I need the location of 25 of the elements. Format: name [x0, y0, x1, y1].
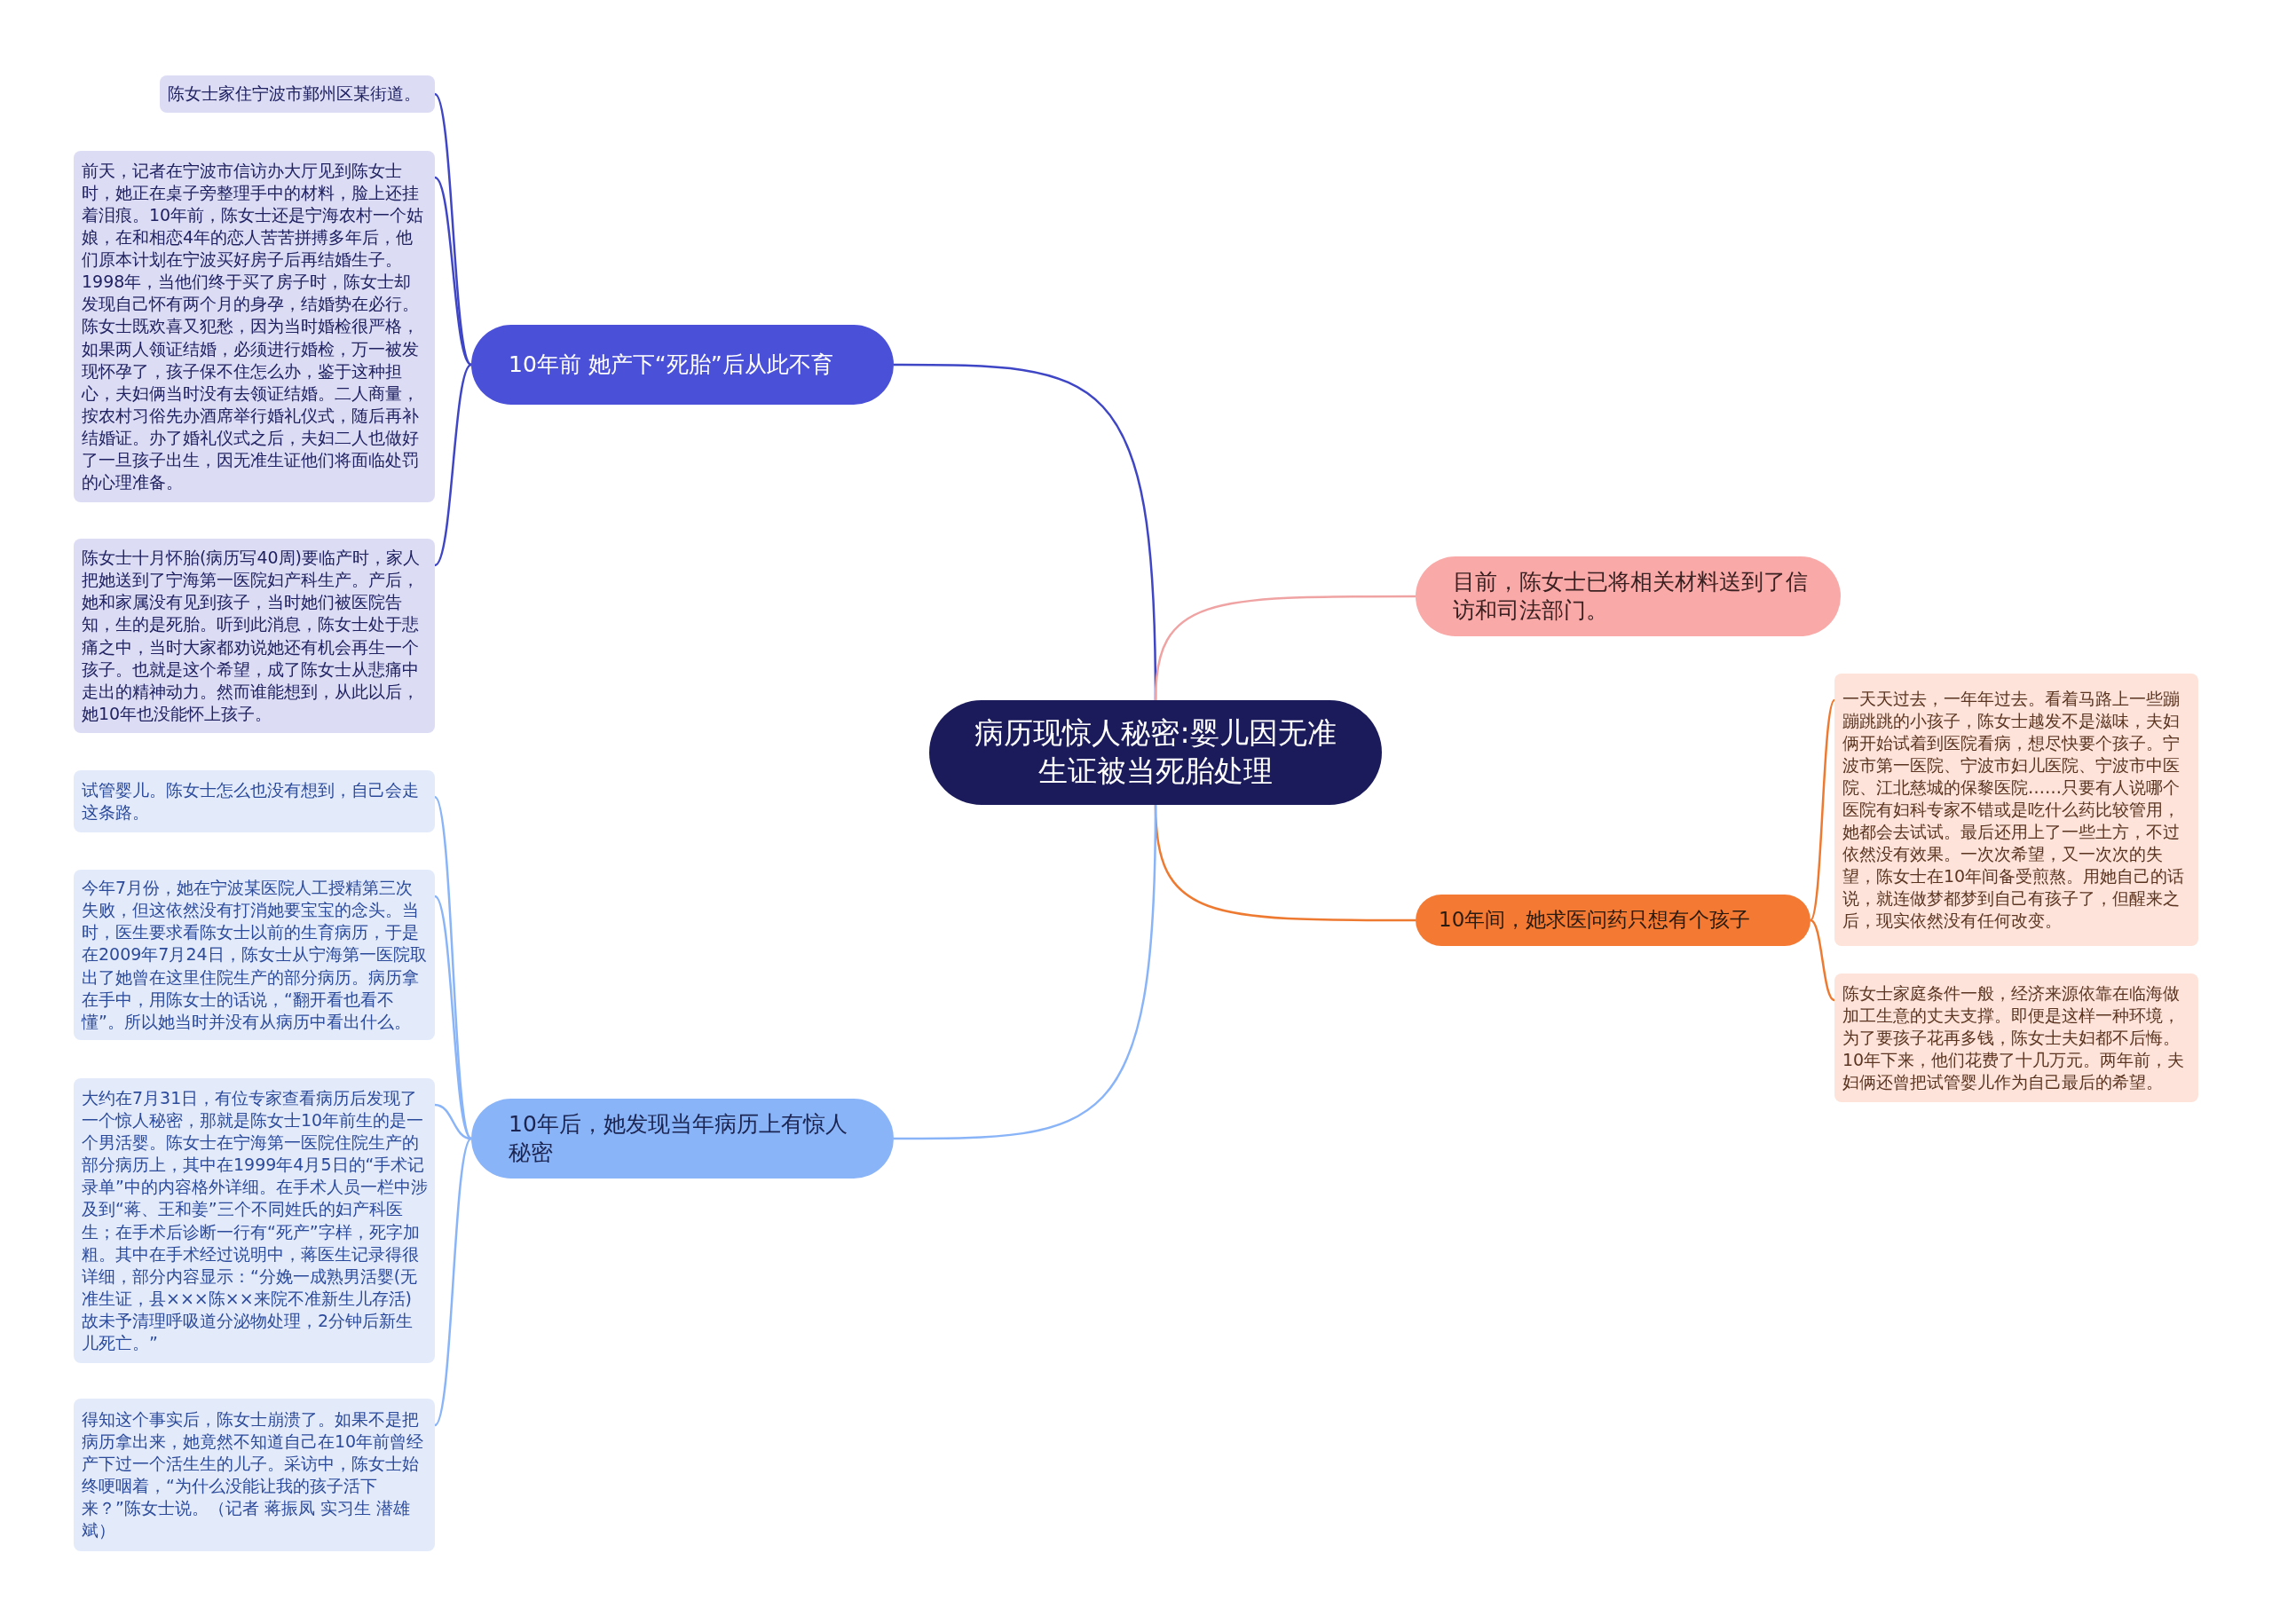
connector-line: [434, 895, 472, 1139]
topic-box: 10年前 她产下“死胎”后从此不育: [471, 325, 894, 405]
note-box: 陈女士家庭条件一般，经济来源依靠在临海做加工生意的丈夫支撑。即便是这样一种环境，为了要孩子花再多钱，陈女士夫妇都不后悔。10年下来，他们花费了十几万元。两年前，夫妇俩还曾把试管婴儿作为自己最后的希望。: [1834, 974, 2198, 1102]
connector-line: [433, 796, 473, 1139]
topic-box: 目前，陈女士已将相关材料送到了信访和司法部门。: [1416, 556, 1841, 636]
connector-line: [894, 805, 1157, 1140]
topic-box: 10年间，她求医问药只想有个孩子: [1416, 895, 1810, 946]
connector-line: [1809, 699, 1836, 921]
connector-line: [1154, 595, 1416, 701]
note-box: 一天天过去，一年年过去。看着马路上一些蹦蹦跳跳的小孩子，陈女士越发不是滋味，夫妇俩开始试着到医院看病，想尽快要个孩子。宁波市第一医院、宁波市妇儿医院、宁波市中医院、江北慈城的保黎医院……只要有人说哪个医院有妇科专家不错或是吃什么药比较管用，她都会去试试。最后还用上了一些土方，不过依然没有效果。一次次希望，又一次次的失望，陈女士在10年间备受煎熬。用她自己的话说，就连做梦都梦到自己有孩子了，但醒来之后，现实依然没有任何改变。: [1834, 674, 2198, 946]
connector-line: [434, 93, 472, 366]
note-box: 前天，记者在宁波市信访办大厅见到陈女士时，她正在桌子旁整理手中的材料，脸上还挂着泪痕。10年前，陈女士还是宁海农村一个姑娘，在和相恋4年的恋人苦苦拼搏多年后，他们原本计划在宁波买好房子后再结婚生子。1998年，当他们终于买了房子时，陈女士却发现自己怀有两个月的身孕，结婚势在必行。陈女士既欢喜又犯愁，因为当时婚检很严格，如果两人领证结婚，必须进行婚检，万一被发现怀孕了，孩子保不住怎么办，鉴于这种担心，夫妇俩当时没有去领证结婚。二人商量，按农村习俗先办酒席举行婚礼仪式，随后再补结婚证。办了婚礼仪式之后，夫妇二人也做好了一旦孩子出生，因无准生证他们将面临处罚的心理准备。: [74, 151, 435, 502]
connector-line: [434, 1138, 472, 1426]
note-box: 试管婴儿。陈女士怎么也没有想到，自己会走这条路。: [74, 770, 435, 832]
connector-line: [434, 364, 472, 566]
connector-line: [434, 177, 472, 366]
note-box: 今年7月份，她在宁波某医院人工授精第三次失败，但这依然没有打消她要宝宝的念头。当时，医生要求看陈女士以前的生育病历，于是在2009年7月24日，陈女士从宁海第一医院取出了她曾在这里住院生产的部分病历。病历拿在手中，用陈女士的话说，“翻开看也看不懂”。所以她当时并没有从病历中看出什么。: [74, 870, 435, 1040]
note-box: 陈女士十月怀胎(病历写40周)要临产时，家人把她送到了宁海第一医院妇产科生产。产后，她和家属没有见到孩子，当时她们被医院告知，生的是死胎。听到此消息，陈女士处于悲痛之中，当时大家都劝说她还有机会再生一个孩子。也就是这个希望，成了陈女士从悲痛中走出的精神动力。然而谁能想到，从此以后，她10年也没能怀上孩子。: [74, 539, 435, 733]
connector-line: [1810, 918, 1835, 1002]
note-box: 得知这个事实后，陈女士崩溃了。如果不是把病历拿出来，她竟然不知道自己在10年前曾经产下过一个活生生的儿子。采访中，陈女士始终哽咽着，“为什么没能让我的孩子活下来？”陈女士说。（记者 蒋振凤 实习生 潜雄斌）: [74, 1399, 435, 1551]
note-box: 大约在7月31日，有位专家查看病历后发现了一个惊人秘密，那就是陈女士10年前生的是一个男活婴。陈女士在宁海第一医院住院生产的部分病历上，其中在1999年4月5日的“手术记录单”中的内容格外详细。在手术人员一栏中涉及到“蒋、王和姜”三个不同姓氏的妇产科医生；在手术后诊断一行有“死产”字样，死字加粗。其中在手术经过说明中，蒋医生记录得很详细，部分内容显示：“分娩一成熟男活婴(无准生证，县×××陈××来院不准新生儿存活)故未予清理呼吸道分泌物处理，2分钟后新生儿死亡。”: [74, 1078, 435, 1363]
connector-line: [434, 1103, 472, 1140]
topic-box: 10年后，她发现当年病历上有惊人秘密: [471, 1099, 894, 1179]
central-topic: 病历现惊人秘密:婴儿因无准生证被当死胎处理: [929, 700, 1382, 805]
note-box: 陈女士家住宁波市鄞州区某街道。: [160, 75, 435, 113]
